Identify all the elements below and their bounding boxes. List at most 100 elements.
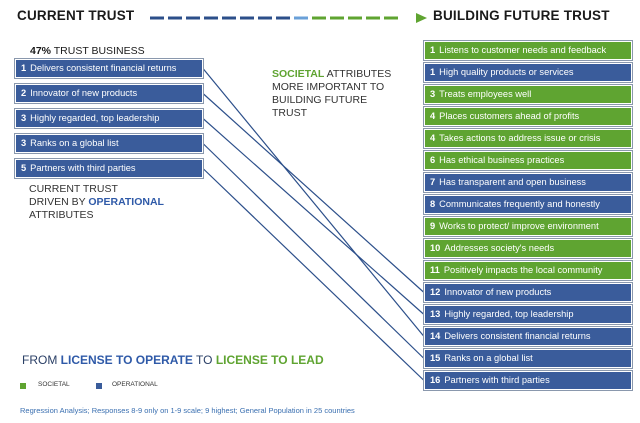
item-rank: 3 — [21, 138, 27, 148]
caption-line-2: DRIVEN BY OPERATIONAL — [29, 196, 164, 209]
connector-line — [202, 143, 425, 359]
item-rank: 8 — [430, 199, 436, 209]
item-rank: 3 — [21, 113, 27, 123]
arrow-dash — [168, 16, 182, 20]
caption-prefix: DRIVEN BY — [29, 196, 89, 208]
caption-operational: OPERATIONAL — [88, 196, 164, 208]
legend-operational-label: OPERATIONAL — [112, 381, 158, 388]
footnote: Regression Analysis; Responses 8-9 only … — [20, 406, 355, 415]
item-label: Treats employees well — [439, 89, 532, 99]
item-label: Ranks on a global list — [444, 353, 533, 363]
item-rank: 13 — [430, 309, 441, 319]
arrow-head-icon — [416, 13, 427, 23]
item-rank: 6 — [430, 155, 436, 165]
item-label: Delivers consistent financial returns — [30, 63, 177, 73]
arrow-dash — [204, 16, 218, 20]
item-rank: 4 — [430, 133, 436, 143]
item-label: Places customers ahead of profits — [439, 111, 580, 121]
note-line-4: TRUST — [272, 107, 307, 119]
arrow-dashes — [150, 16, 398, 20]
item-label: Delivers consistent financial returns — [444, 331, 591, 341]
societal-note: SOCIETAL ATTRIBUTES MORE IMPORTANT TO BU… — [272, 68, 391, 120]
arrow-dash — [330, 16, 344, 20]
legend-operational-swatch — [96, 383, 102, 389]
arrow-dash — [276, 16, 290, 20]
connector-line — [202, 68, 425, 337]
item-label: Ranks on a global list — [30, 138, 119, 148]
item-rank: 11 — [430, 265, 440, 275]
current-trust-title: CURRENT TRUST — [17, 8, 135, 23]
connector-line — [202, 168, 425, 381]
percent-label: TRUST BUSINESS — [53, 45, 145, 57]
item-label: Partners with third parties — [30, 163, 136, 173]
license-statement: FROM LICENSE TO OPERATE TO LICENSE TO LE… — [22, 353, 324, 367]
item-rank: 7 — [430, 177, 436, 187]
license-mid: TO — [192, 353, 216, 367]
note-line-1: SOCIETAL ATTRIBUTES — [272, 68, 391, 81]
item-rank: 4 — [430, 111, 436, 121]
note-societal: SOCIETAL — [272, 68, 325, 80]
legend-societal-swatch — [20, 383, 26, 389]
arrow-dash — [150, 16, 164, 20]
connector-line — [202, 118, 425, 315]
item-label: Partners with third parties — [444, 375, 550, 385]
item-rank: 15 — [430, 353, 441, 363]
trust-progression-arrow — [150, 13, 427, 23]
trust-business-percent: 47% TRUST BUSINESS — [30, 45, 145, 57]
arrow-dash — [186, 16, 200, 20]
building-future-trust-title: BUILDING FUTURE TRUST — [433, 8, 610, 23]
item-label: Has ethical business practices — [439, 155, 565, 165]
item-label: Positively impacts the local community — [443, 265, 603, 275]
arrow-dash — [348, 16, 362, 20]
item-rank: 12 — [430, 287, 441, 297]
item-label: Highly regarded, top leadership — [444, 309, 574, 319]
item-rank: 5 — [21, 163, 27, 173]
license-to-lead: LICENSE TO LEAD — [215, 353, 324, 367]
item-rank: 14 — [430, 331, 441, 341]
item-label: Listens to customer needs and feedback — [439, 45, 607, 55]
item-rank: 3 — [430, 89, 436, 99]
caption-line-1: CURRENT TRUST — [29, 183, 118, 195]
item-rank: 1 — [430, 67, 436, 77]
arrow-dash — [258, 16, 272, 20]
item-label: Has transparent and open business — [439, 177, 586, 187]
item-rank: 2 — [21, 88, 27, 98]
arrow-dash — [366, 16, 380, 20]
item-label: High quality products or services — [439, 67, 574, 77]
item-label: Highly regarded, top leadership — [30, 113, 160, 123]
legend-societal-label: SOCIETAL — [38, 381, 70, 388]
arrow-dash — [312, 16, 326, 20]
note-line-3: BUILDING FUTURE — [272, 94, 368, 106]
arrow-dash — [384, 16, 398, 20]
percent-value: 47% — [30, 45, 52, 57]
caption-line-3: ATTRIBUTES — [29, 209, 94, 221]
item-rank: 10 — [430, 243, 441, 253]
note-line-2: MORE IMPORTANT TO — [272, 81, 385, 93]
item-label: Communicates frequently and honestly — [439, 199, 600, 209]
current-trust-caption: CURRENT TRUST DRIVEN BY OPERATIONAL ATTR… — [29, 183, 164, 222]
item-rank: 9 — [430, 221, 436, 231]
arrow-dash — [240, 16, 254, 20]
note-rest: ATTRIBUTES — [324, 68, 392, 80]
item-label: Addresses society's needs — [444, 243, 555, 253]
